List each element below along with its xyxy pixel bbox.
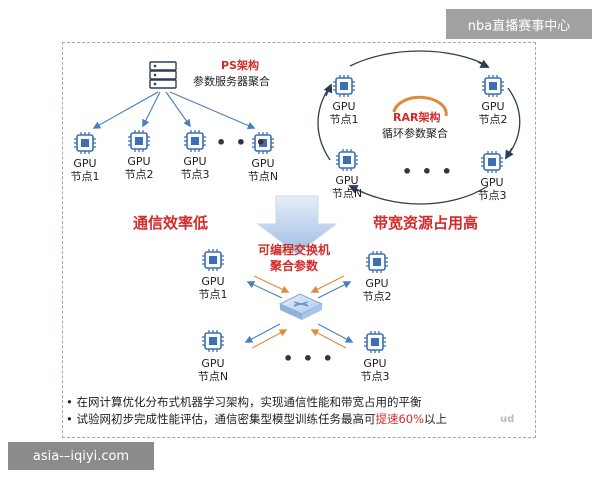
rar-ellipsis: • • • (402, 162, 454, 181)
bullet-highlight: 提速60% (375, 412, 425, 426)
bullet-text: 试验网初步完成性能评估，通信密集型模型训练任务最高可 (76, 412, 376, 426)
bullet-item: • 试验网初步完成性能评估，通信密集型模型训练任务最高可提速60%以上 (66, 411, 536, 428)
switch-title-line1: 可编程交换机 (258, 243, 331, 257)
bullet-text: 在网计算优化分布式机器学习架构，实现通信性能和带宽占用的平衡 (76, 395, 422, 409)
rar-ring-arrows (323, 59, 514, 194)
rar-title: RAR架构 (393, 111, 441, 124)
transition-arrow-icon (256, 195, 338, 255)
diagram-frame (62, 42, 536, 438)
bullet-marker: • (66, 412, 73, 426)
switch-links (244, 275, 354, 349)
top-watermark: nba直播赛事中心 (446, 9, 592, 39)
ps-title: PS架构 (221, 59, 259, 72)
cloud-watermark: ud (500, 414, 515, 425)
rar-cycle-icon (392, 95, 448, 117)
switch-title-line2: 聚合参数 (270, 259, 319, 273)
low-efficiency-label: 通信效率低 (133, 214, 209, 232)
rar-subtitle: 循环参数聚合 (382, 127, 448, 140)
bullet-list: • 在网计算优化分布式机器学习架构，实现通信性能和带宽占用的平衡 • 试验网初步… (66, 394, 536, 428)
rar-ring (317, 50, 521, 205)
ps-ellipsis: • • • (216, 133, 268, 152)
ps-links (92, 91, 256, 130)
server-icon (149, 61, 177, 89)
bullet-suffix: 以上 (424, 412, 448, 426)
programmable-switch-icon (278, 293, 324, 320)
bottom-watermark: asia-–iqiyi.com (8, 442, 154, 470)
high-bandwidth-label: 带宽资源占用高 (373, 214, 479, 232)
bullet-item: • 在网计算优化分布式机器学习架构，实现通信性能和带宽占用的平衡 (66, 394, 536, 411)
ps-subtitle: 参数服务器聚合 (193, 75, 270, 88)
switch-ellipsis: • • • (283, 349, 335, 368)
bullet-marker: • (66, 395, 73, 409)
